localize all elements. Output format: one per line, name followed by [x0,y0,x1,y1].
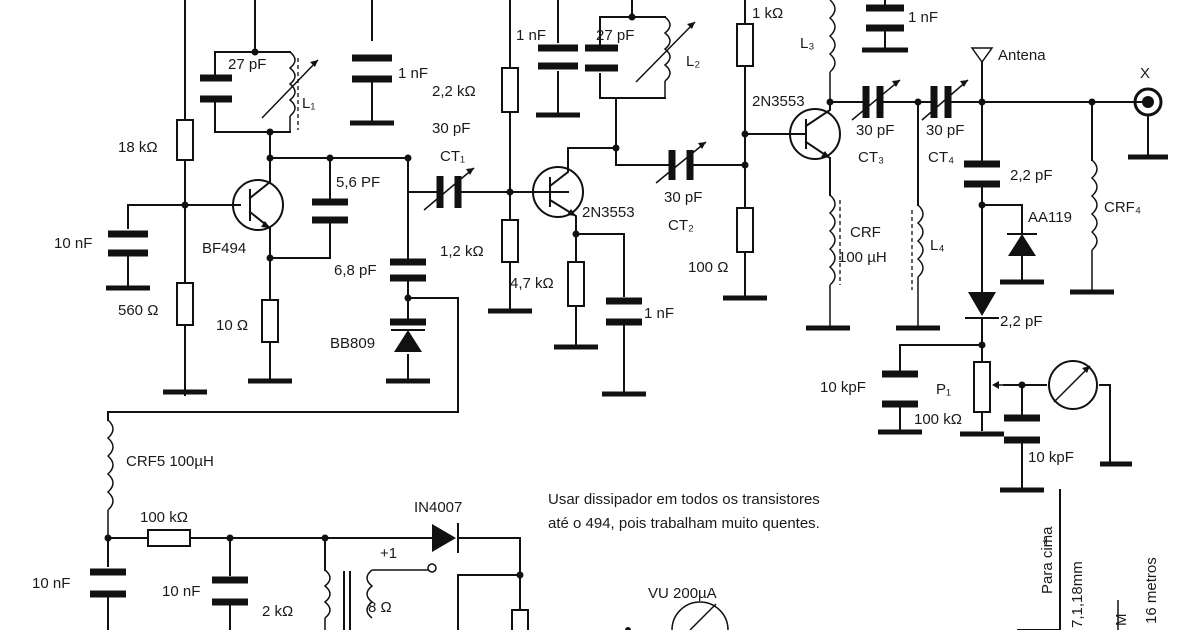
note-line-2: até o 494, pois trabalham muito quentes. [548,515,820,532]
label-27pf-1: 27 pF [228,56,266,73]
label-4-7k: 4,7 kΩ [510,275,554,292]
diode-in4007 [432,524,456,552]
varicap-bb809 [394,330,422,352]
resistor-1k [736,23,754,67]
label-p1-value: 100 kΩ [914,411,962,428]
label-2k: 2 kΩ [262,603,293,620]
label-l2: L₂ [686,53,700,70]
label-1-2k: 1,2 kΩ [440,243,484,260]
label-in4007: IN4007 [414,499,462,516]
label-30pf-ct4: 30 pF [926,122,964,139]
resistor-1-2k [501,219,519,263]
label-para-cima: Para cima [1039,526,1056,594]
label-bf494: BF494 [202,240,246,257]
label-1nf-top-right: 1 nF [908,9,938,26]
label-plus1: +1 [380,545,397,562]
label-l3: L₃ [800,35,814,52]
label-ct2: CT₂ [668,217,694,234]
label-2-2k: 2,2 kΩ [432,83,476,100]
resistor-4-7k [567,261,585,307]
label-560: 560 Ω [118,302,158,319]
label-10-ohm: 10 Ω [216,317,248,334]
label-crf5: CRF5 100µH [126,453,214,470]
resistor-2-2k [501,67,519,113]
diode-2-2pf [968,292,996,316]
stage-oscillator [106,0,569,421]
label-crf: CRF [850,224,881,241]
label-m: M [1113,614,1130,627]
note: Usar dissipador em todos os transistores… [548,491,820,532]
stage-driver [488,0,749,397]
label-x-output: X [1140,65,1150,82]
label-q3: 2N3553 [752,93,805,110]
component-labels: 27 pF L₁ 1 nF 18 kΩ 10 nF BF494 560 Ω 5,… [32,5,1160,628]
label-100-ohm: 100 Ω [688,259,728,276]
label-aa119: AA119 [1028,209,1072,226]
resistor-10 [261,299,279,343]
transformer-core [343,571,351,630]
label-p1: P₁ [936,381,951,398]
vu-meter-icon [671,601,729,630]
label-10nf-b2: 10 nF [162,583,200,600]
potentiometer-p1 [973,361,991,413]
label-27pf-2: 27 pF [596,27,634,44]
label-ct1: CT₁ [440,148,465,165]
label-1nf-top-left: 1 nF [398,65,428,82]
transistor-2n3553-1 [532,166,584,218]
label-dims: 7,1,18mm [1069,561,1086,628]
label-l1: L₁ [302,95,315,112]
stage-output [723,0,1168,493]
label-bb809: BB809 [330,335,375,352]
label-1nf-mid: 1 nF [516,27,546,44]
label-10kpf-b: 10 kpF [1028,449,1074,466]
label-q2: 2N3553 [582,204,635,221]
resistor-560 [176,282,194,326]
stage-supply [90,419,1119,630]
label-10nf-left: 10 nF [54,235,92,252]
label-10kpf-a: 10 kpF [820,379,866,396]
label-metros: 16 metros [1143,557,1160,624]
label-vu: VU 200µA [648,585,717,602]
transistor-bf494 [232,179,284,231]
note-line-1: Usar dissipador em todos os transistores [548,491,820,508]
resistor-bottom [511,609,529,630]
label-30pf-ct3: 30 pF [856,122,894,139]
resistor-100 [736,207,754,253]
label-antena: Antena [998,47,1046,64]
label-8-ohm: 8 Ω [368,599,392,616]
label-crf4: CRF₄ [1104,199,1141,216]
label-10nf-b1: 10 nF [32,575,70,592]
label-l4: L₄ [930,237,944,254]
label-plus: + [1042,533,1051,550]
label-30pf-ct2: 30 pF [664,189,702,206]
diode-aa119 [1008,234,1036,256]
label-1k: 1 kΩ [752,5,783,22]
label-2-2pf-b: 2,2 pF [1000,313,1043,330]
label-18k: 18 kΩ [118,139,158,156]
label-crf-value: 100 µH [838,249,887,266]
label-2-2pf-a: 2,2 pF [1010,167,1053,184]
label-5-6pf: 5,6 PF [336,174,380,191]
resistor-100k [147,529,191,547]
meter-icon [1048,360,1098,410]
label-ct4: CT₄ [928,149,954,166]
resistor-18k [176,119,194,161]
label-6-8pf: 6,8 pF [334,262,377,279]
label-100k: 100 kΩ [140,509,188,526]
label-1nf-q2: 1 nF [644,305,674,322]
label-ct3: CT₃ [858,149,884,166]
label-30pf-ct1: 30 pF [432,120,470,137]
